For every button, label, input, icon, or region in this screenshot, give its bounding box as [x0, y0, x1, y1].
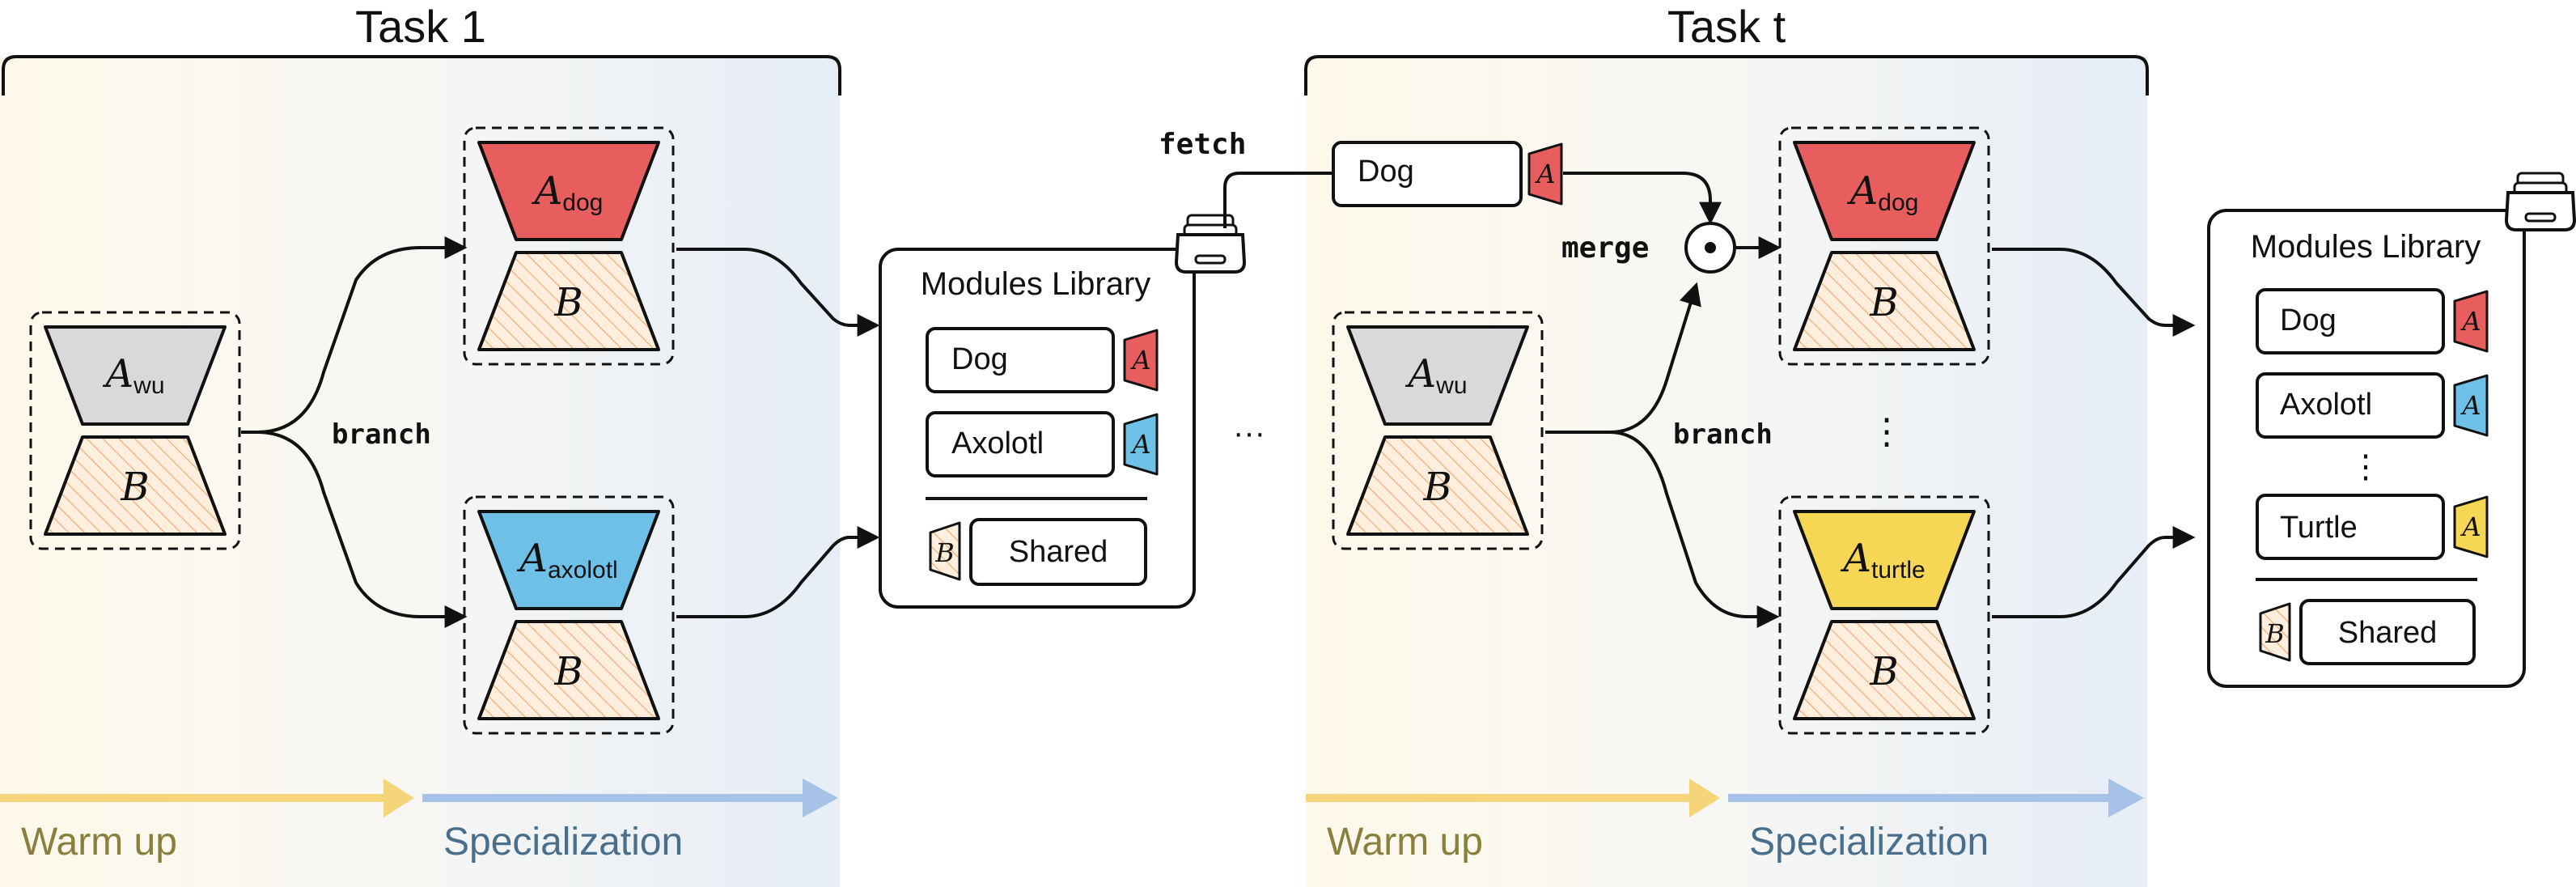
merge-node [1684, 222, 1736, 274]
svg-text:Axolotl: Axolotl [951, 427, 1044, 460]
taskt-module-dog: Adog B [1778, 126, 1990, 366]
b-module-icon: B [2265, 618, 2285, 649]
svg-text:Awu: Awu [1405, 351, 1467, 399]
a-module-icon: A [2459, 511, 2481, 542]
taskt-module-turtle: Aturtle B [1778, 495, 1990, 735]
modules-library-1: Modules Library Dog A Axolotl A B Shared [879, 248, 1196, 609]
cartridge-icon [1175, 214, 1246, 274]
task1-module-dog: Adog B [463, 126, 675, 366]
a-module-icon: A [1129, 345, 1150, 376]
library1-shared: B Shared [929, 518, 1147, 586]
task1-branch-arrows [241, 236, 468, 628]
svg-text:B: B [120, 465, 149, 510]
taskt-phase-arrows [1306, 779, 2144, 817]
a-module-icon: A [2459, 306, 2481, 337]
library1-item-dog: Dog A [926, 327, 1159, 393]
taskt-warmup-label: Warm up [1327, 821, 1483, 864]
svg-text:Adog: Adog [532, 168, 604, 216]
between-ellipsis: ··· [1233, 415, 1265, 451]
svg-text:Shared: Shared [2338, 616, 2438, 650]
modules-library-2: Modules Library Dog A Axolotl A ⋮ Turtle… [2207, 209, 2526, 688]
library2-title: Modules Library [2251, 229, 2481, 265]
task1-specialization-label: Specialization [443, 821, 683, 864]
library1-item-axolotl: Axolotl A [926, 411, 1159, 477]
svg-text:Aaxolotl: Aaxolotl [516, 536, 617, 584]
svg-text:Awu: Awu [102, 351, 164, 399]
taskt-warmup-module: Awu B [1332, 311, 1544, 550]
svg-text:B: B [1422, 465, 1451, 510]
library2-item-axolotl: Axolotl A [2256, 372, 2489, 439]
svg-text:B: B [553, 649, 583, 694]
library1-title: Modules Library [921, 266, 1151, 302]
svg-text:Adog: Adog [1847, 168, 1919, 216]
library2-vdots: ⋮ [2349, 449, 2382, 485]
library2-shared: B Shared [2259, 599, 2476, 665]
taskt-vdots: ⋮ [1869, 412, 1904, 452]
taskt-library-arrows [1992, 248, 2196, 618]
svg-text:Dog: Dog [2280, 303, 2337, 337]
fetch-label: fetch [1159, 128, 1246, 161]
svg-text:B: B [1869, 280, 1898, 325]
a-module-icon: A [2459, 390, 2481, 421]
svg-text:Shared: Shared [1009, 535, 1108, 569]
svg-text:Axolotl: Axolotl [2280, 388, 2372, 422]
a-module-icon: A [1534, 159, 1555, 189]
a-module-icon: A [1129, 429, 1150, 460]
svg-text:Dog: Dog [1358, 155, 1414, 189]
cartridge-icon [2505, 172, 2576, 231]
svg-text:B: B [553, 280, 583, 325]
library2-item-dog: Dog A [2256, 288, 2489, 354]
merge-label: merge [1561, 231, 1649, 265]
task1-title: Task 1 [355, 1, 486, 52]
fetched-module-dog: Dog A [1332, 141, 1563, 207]
svg-text:Aturtle: Aturtle [1840, 536, 1925, 584]
task1-warmup-label: Warm up [21, 821, 177, 864]
svg-text:B: B [1869, 649, 1898, 694]
task1-library-arrows [676, 248, 880, 618]
taskt-branch-label: branch [1673, 418, 1773, 451]
taskt-branch-arrows [1545, 282, 1780, 628]
taskt-specialization-label: Specialization [1749, 821, 1989, 864]
task1-phase-arrows [0, 779, 838, 817]
fetch-arrow [1223, 172, 1332, 228]
b-module-icon: B [934, 537, 955, 568]
task1-module-axolotl: Aaxolotl B [463, 495, 675, 735]
library2-item-turtle: Turtle A [2256, 494, 2489, 560]
fetched-to-merge-arrow [1563, 172, 1722, 225]
taskt-title: Task t [1667, 1, 1786, 52]
task1-warmup-module: Awu B [29, 311, 241, 550]
task1-branch-label: branch [332, 418, 431, 451]
svg-text:Dog: Dog [951, 342, 1008, 376]
svg-text:Turtle: Turtle [2280, 511, 2358, 545]
